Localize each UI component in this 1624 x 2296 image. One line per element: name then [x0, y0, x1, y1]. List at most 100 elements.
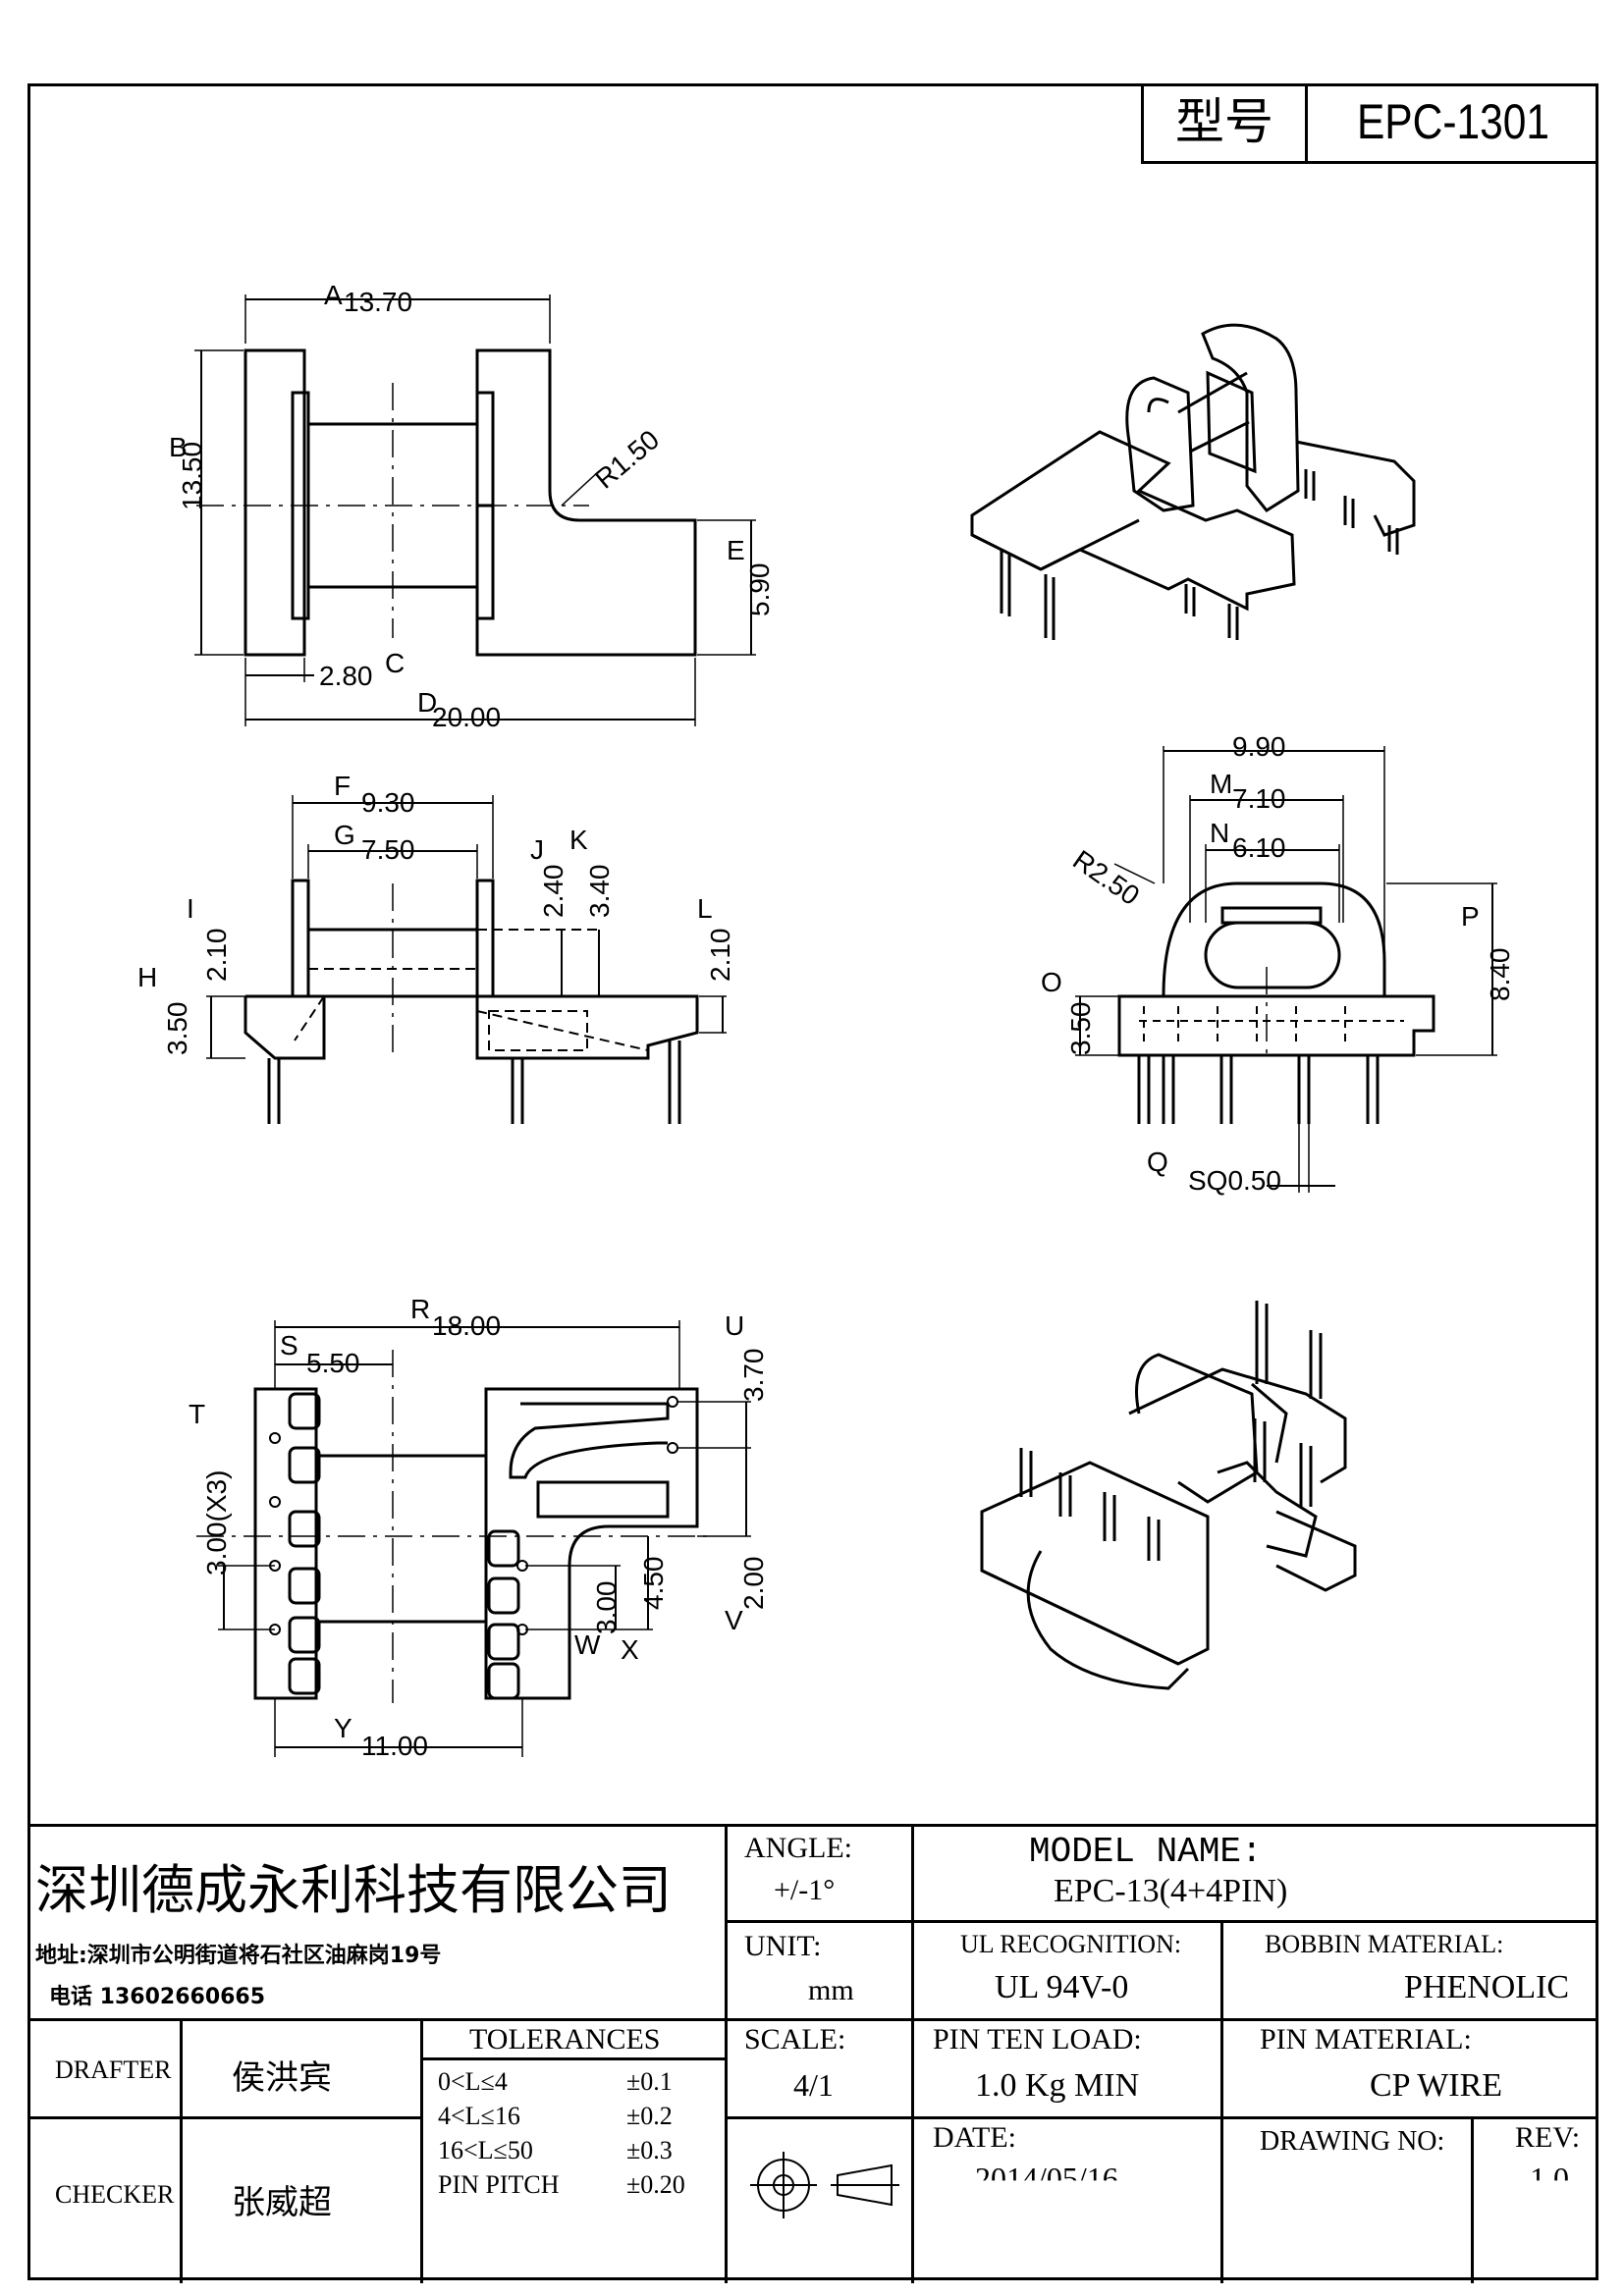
dim-s-value: 5.50	[306, 1348, 360, 1378]
dim-n-circle: N	[1210, 818, 1230, 848]
model-name-label: MODEL NAME:	[1029, 1832, 1263, 1872]
checker-name: 张威超	[232, 2183, 332, 2222]
tol-value-1: ±0.1	[626, 2067, 673, 2096]
dim-k-circle: K	[569, 825, 588, 855]
dim-i-value: 2.10	[201, 928, 232, 983]
angle-label: ANGLE:	[744, 1832, 852, 1864]
dim-n-value: 6.10	[1232, 832, 1286, 863]
dim-f-value: 9.30	[361, 787, 415, 818]
dim-b-value: 13.50	[177, 441, 207, 510]
dim-p-circle: P	[1461, 901, 1480, 932]
dim-y-value: 11.00	[361, 1731, 428, 1761]
model-title-box: 型号 EPC-1301	[1141, 83, 1598, 164]
company-name: 深圳德成永利科技有限公司	[35, 1859, 672, 1921]
pin-material-label: PIN MATERIAL:	[1260, 2023, 1472, 2056]
dim-top-value: 9.90	[1232, 731, 1286, 762]
angle-value: +/-1°	[774, 1874, 836, 1906]
tol-range-1: 0<L≤4	[438, 2067, 508, 2096]
title-block: 深圳德成永利科技有限公司 地址:深圳市公明街道将石社区油麻岗19号 电话 136…	[27, 1824, 1598, 2283]
dim-p-value: 8.40	[1485, 947, 1515, 1002]
dim-j-value: 2.40	[538, 864, 568, 919]
dim-l-circle: L	[697, 893, 713, 924]
dim-q-value: SQ0.50	[1188, 1165, 1281, 1196]
dim-c-circle: C	[385, 648, 406, 678]
technical-drawing	[194, 294, 1497, 1757]
dim-h-value: 3.50	[162, 1001, 192, 1056]
drafter-label: DRAFTER	[55, 2056, 172, 2084]
drafter-name: 侯洪宾	[232, 2058, 332, 2098]
dim-r-circle: R	[410, 1294, 431, 1324]
dim-c-value: 2.80	[319, 661, 373, 691]
ul-value: UL 94V-0	[995, 1969, 1129, 2005]
scale-value: 4/1	[793, 2067, 834, 2103]
dim-g-value: 7.50	[361, 834, 415, 865]
pin-load-value: 1.0 Kg MIN	[975, 2067, 1140, 2104]
dim-w-circle: W	[574, 1629, 601, 1660]
unit-value: mm	[808, 1974, 854, 2006]
tol-value-2: ±0.2	[626, 2102, 673, 2130]
bottom-view	[196, 1320, 751, 1757]
dim-f-circle: F	[334, 771, 352, 801]
tolerances-label: TOLERANCES	[469, 2023, 661, 2056]
ul-label: UL RECOGNITION:	[960, 1930, 1182, 1958]
dim-u-circle: U	[725, 1310, 745, 1341]
isometric-view-bottom	[980, 1301, 1357, 1690]
dim-x-circle: X	[621, 1634, 639, 1665]
dim-d-value: 20.00	[432, 702, 502, 732]
dim-y-circle: Y	[334, 1713, 352, 1743]
dim-s-circle: S	[280, 1330, 298, 1361]
dim-b-circle: B	[169, 432, 188, 462]
date-label: DATE:	[933, 2121, 1016, 2154]
dim-l-value: 2.10	[705, 928, 735, 983]
bobbin-value: PHENOLIC	[1404, 1969, 1570, 2005]
isometric-view-top	[970, 323, 1416, 640]
model-name-value: EPC-13(4+4PIN)	[1054, 1873, 1288, 1909]
tol-range-3: 16<L≤50	[438, 2136, 533, 2164]
dim-j-circle: J	[530, 834, 544, 865]
rev-label: REV:	[1515, 2121, 1581, 2154]
dim-m-value: 7.10	[1232, 783, 1286, 814]
company-address: 地址:深圳市公明街道将石社区油麻岗19号	[35, 1944, 442, 1968]
scale-label: SCALE:	[744, 2023, 846, 2056]
projection-symbol-icon	[750, 2152, 899, 2218]
unit-label: UNIT:	[744, 1930, 822, 1962]
dim-e-circle: E	[727, 535, 745, 565]
dim-o-value: 3.50	[1065, 1001, 1096, 1056]
dim-q-circle: Q	[1147, 1147, 1168, 1177]
dim-i-circle: I	[187, 893, 194, 924]
front-view	[1075, 746, 1497, 1193]
dim-v-circle: V	[725, 1605, 743, 1635]
dim-g-circle: G	[334, 820, 355, 850]
dim-e-value: 5.90	[744, 562, 775, 617]
dim-t-value: 3.00(X3)	[201, 1469, 232, 1575]
dim-h-circle: H	[137, 962, 158, 992]
dim-a-value: 13.70	[344, 287, 413, 317]
dim-u-value: 3.70	[738, 1348, 769, 1403]
tol-range-4: PIN PITCH	[438, 2170, 560, 2199]
tol-range-2: 4<L≤16	[438, 2102, 520, 2130]
checker-label: CHECKER	[55, 2180, 175, 2209]
drawing-frame	[27, 83, 1598, 2280]
tol-value-4: ±0.20	[626, 2170, 685, 2199]
model-value: EPC-1301	[1356, 94, 1550, 149]
top-view	[194, 294, 756, 726]
dim-o-circle: O	[1041, 967, 1062, 997]
model-label: 型号	[1144, 83, 1308, 161]
dim-t-circle: T	[189, 1399, 206, 1429]
date-value: 2014/05/16	[975, 2161, 1118, 2196]
bobbin-label: BOBBIN MATERIAL:	[1265, 1930, 1504, 1958]
dim-d-circle: D	[417, 687, 438, 718]
pin-load-label: PIN TEN LOAD:	[933, 2023, 1142, 2056]
dim-w-value: 3.00	[591, 1580, 622, 1635]
dim-m-circle: M	[1210, 769, 1233, 799]
dim-x-value: 4.50	[638, 1556, 669, 1611]
company-phone: 电话 13602660665	[49, 1985, 266, 2009]
dim-r-value: 18.00	[432, 1310, 502, 1341]
rev-value: 1.0	[1530, 2161, 1569, 2196]
drawing-no-label: DRAWING NO:	[1260, 2126, 1445, 2157]
pin-material-value: CP WIRE	[1370, 2067, 1503, 2104]
dim-k-value: 3.40	[584, 864, 615, 919]
dim-v-value: 2.00	[738, 1556, 769, 1611]
side-view	[206, 795, 727, 1124]
dim-a-circle: A	[324, 280, 343, 310]
